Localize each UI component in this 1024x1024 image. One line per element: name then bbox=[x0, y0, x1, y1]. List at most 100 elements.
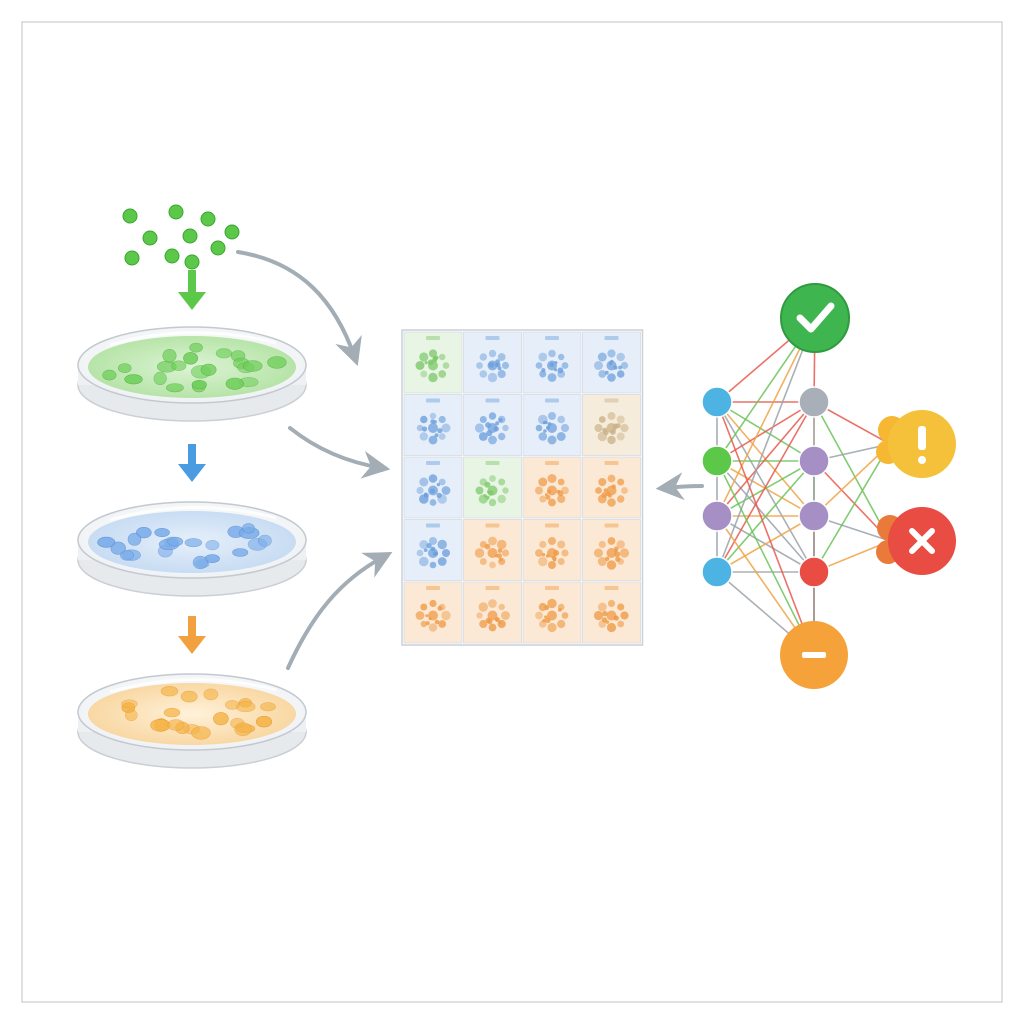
colony bbox=[102, 369, 117, 381]
colony bbox=[125, 709, 138, 722]
matrix-cell bbox=[403, 331, 463, 394]
matrix-cell bbox=[582, 456, 641, 519]
colony bbox=[225, 377, 244, 390]
colony bbox=[200, 363, 217, 376]
seed-particle bbox=[168, 204, 184, 220]
network-nodes bbox=[701, 386, 830, 588]
matrix-cell bbox=[582, 331, 641, 394]
colony bbox=[225, 700, 240, 710]
colony bbox=[267, 356, 287, 369]
matrix-cell bbox=[522, 456, 582, 519]
arrow-down-icon bbox=[178, 616, 206, 654]
seed-particle bbox=[124, 250, 140, 266]
colony bbox=[165, 383, 184, 393]
colony bbox=[97, 536, 116, 548]
seed-particle bbox=[224, 224, 240, 240]
flow-arrow bbox=[288, 426, 391, 479]
petri-dish-orange bbox=[77, 673, 307, 769]
colony bbox=[127, 532, 142, 546]
colony bbox=[260, 702, 276, 712]
colony bbox=[121, 699, 138, 709]
colony bbox=[232, 548, 249, 557]
success-node bbox=[780, 283, 850, 353]
network-edge bbox=[813, 443, 891, 573]
colony bbox=[162, 348, 177, 363]
colony bbox=[154, 527, 170, 537]
colony bbox=[124, 374, 143, 385]
matrix-cell bbox=[463, 581, 522, 644]
seed-particle bbox=[164, 248, 180, 264]
network-node-hidden bbox=[798, 556, 830, 588]
colony bbox=[150, 718, 171, 732]
matrix-cell bbox=[582, 519, 641, 581]
matrix-cell bbox=[522, 331, 582, 394]
matrix-cell bbox=[522, 581, 582, 644]
colony bbox=[191, 726, 211, 740]
colony bbox=[191, 379, 207, 390]
network-edge bbox=[813, 401, 891, 542]
results-matrix bbox=[401, 329, 644, 646]
check-icon bbox=[796, 302, 835, 333]
petri-dish-blue bbox=[77, 501, 307, 597]
colony bbox=[180, 690, 198, 703]
matrix-cell bbox=[582, 581, 641, 644]
network-edge bbox=[716, 401, 815, 462]
failure-node bbox=[876, 507, 956, 575]
network-edge bbox=[716, 515, 815, 573]
colony bbox=[167, 536, 184, 547]
colony bbox=[242, 523, 256, 534]
network-node-input bbox=[701, 386, 733, 418]
colony bbox=[117, 363, 132, 373]
flow-arrow bbox=[236, 250, 362, 366]
colony bbox=[203, 688, 219, 701]
colony bbox=[171, 360, 187, 371]
network-edge bbox=[716, 401, 815, 573]
matrix-cell bbox=[403, 456, 463, 519]
neutral-node bbox=[780, 621, 848, 689]
colony bbox=[257, 534, 272, 547]
network-edges bbox=[716, 317, 891, 656]
petri-dish-group bbox=[77, 326, 307, 769]
colony bbox=[213, 712, 229, 726]
colony bbox=[184, 538, 203, 548]
exclamation-icon bbox=[918, 426, 926, 450]
matrix-cell bbox=[522, 394, 582, 456]
colony bbox=[163, 707, 181, 718]
network-edge bbox=[716, 317, 816, 517]
colony bbox=[167, 719, 185, 731]
flow-arrow bbox=[286, 552, 393, 670]
network-edge bbox=[716, 460, 815, 573]
matrix-cell bbox=[582, 394, 641, 456]
matrix-cell bbox=[463, 456, 522, 519]
network-edge bbox=[716, 460, 815, 656]
network-node-input bbox=[701, 556, 733, 588]
network-node-hidden bbox=[798, 445, 830, 477]
minus-icon bbox=[802, 652, 826, 658]
network-node-input bbox=[701, 445, 733, 477]
matrix-cell bbox=[403, 394, 463, 456]
colony bbox=[153, 371, 167, 386]
matrix-cell bbox=[522, 519, 582, 581]
colony bbox=[120, 550, 135, 561]
matrix-cell bbox=[463, 331, 522, 394]
colony bbox=[205, 539, 220, 551]
x-icon bbox=[909, 528, 935, 554]
diagram-frame bbox=[21, 21, 1003, 1003]
seed-particle bbox=[184, 254, 200, 270]
seed-particle bbox=[182, 228, 198, 244]
seed-particle bbox=[142, 230, 158, 246]
colony bbox=[160, 686, 179, 697]
warning-node bbox=[876, 410, 956, 478]
colony bbox=[189, 342, 203, 353]
colony bbox=[215, 348, 232, 359]
network-edge bbox=[716, 401, 815, 656]
network-node-hidden bbox=[798, 500, 830, 532]
arrow-down-icon bbox=[178, 270, 206, 310]
colony bbox=[136, 526, 152, 539]
flow-arrow bbox=[655, 472, 704, 501]
petri-dish-green bbox=[77, 326, 307, 422]
matrix-cell bbox=[463, 394, 522, 456]
flow-arrows bbox=[236, 250, 704, 670]
